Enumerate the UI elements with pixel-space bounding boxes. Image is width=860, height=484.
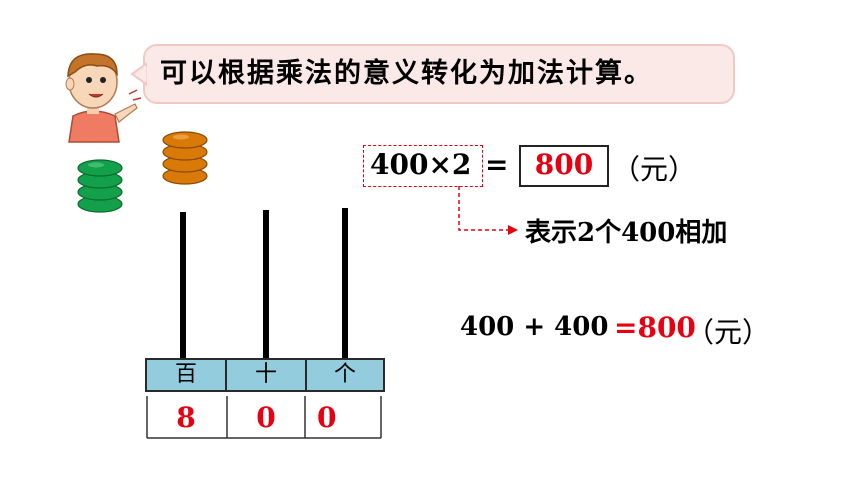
digit-ones: 0 <box>317 401 337 434</box>
cartoon-boy-illustration <box>65 53 142 143</box>
digit-tens: 0 <box>256 401 276 434</box>
addition-result: =800 <box>614 311 696 344</box>
equation-left: 400×2 <box>370 148 472 181</box>
abacus-rod-tens <box>263 210 269 358</box>
speech-bubble-text: 可以根据乘法的意义转化为加法计算。 <box>160 58 653 89</box>
orange-bead-stack <box>162 131 208 185</box>
highlight-dashed-box <box>363 145 483 187</box>
answer-box <box>519 145 609 187</box>
abacus-rod-hundreds <box>180 212 186 358</box>
digit-row-frame <box>146 396 382 439</box>
speech-bubble <box>143 44 735 104</box>
place-value-header-ones: 个 <box>305 358 385 392</box>
annotation-text: 表示2个400相加 <box>525 218 728 248</box>
addition-expression: 400 + 400 <box>460 312 609 342</box>
place-value-header-hundreds: 百 <box>145 358 227 392</box>
equation-answer: 800 <box>534 148 594 181</box>
digit-hundreds: 8 <box>176 401 196 434</box>
green-bead-stack <box>77 159 123 213</box>
equation-unit: （元） <box>612 153 697 186</box>
abacus-rod-ones <box>342 208 348 358</box>
equation-equals: = <box>485 148 509 181</box>
dashed-arrow <box>458 186 518 235</box>
place-value-header-tens: 十 <box>225 358 307 392</box>
speech-bubble-tail <box>130 62 147 86</box>
addition-unit: （元） <box>686 316 771 349</box>
